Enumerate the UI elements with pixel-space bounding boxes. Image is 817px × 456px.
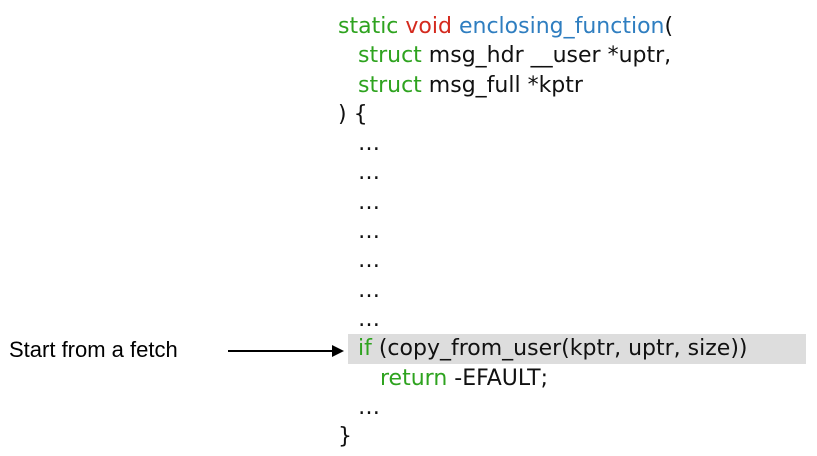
keyword-if: if: [358, 336, 372, 362]
ellipsis-line: …: [358, 131, 380, 157]
keyword-static: static: [338, 14, 399, 39]
keyword-void: void: [405, 14, 452, 39]
param-uptr-text: msg_hdr __user *uptr,: [421, 43, 672, 69]
arrow-icon: [228, 345, 344, 357]
return-line: return -EFAULT;: [338, 364, 748, 393]
ellipsis-line: …: [358, 219, 380, 245]
ellipsis-line: …: [358, 394, 380, 420]
ellipsis-line: …: [358, 189, 380, 215]
keyword-return: return: [380, 365, 448, 391]
param-uptr-line: struct msg_hdr __user *uptr,: [338, 41, 748, 70]
keyword-struct: struct: [358, 72, 422, 98]
param-kptr-line: struct msg_full *kptr: [338, 71, 748, 100]
highlighted-line-background: [348, 334, 806, 364]
function-signature-line: static void enclosing_function(: [338, 12, 748, 41]
annotation-label: Start from a fetch: [9, 337, 178, 362]
param-kptr-text: msg_full *kptr: [421, 72, 583, 98]
function-name: enclosing_function: [458, 14, 665, 39]
ellipsis-line: …: [358, 248, 380, 274]
open-paren: (: [664, 14, 674, 39]
ellipsis-line: …: [358, 277, 380, 303]
ellipsis-line: …: [358, 306, 380, 332]
fetch-call-text: (copy_from_user(kptr, uptr, size)): [371, 336, 748, 362]
ellipsis-line: …: [358, 160, 380, 186]
body-close-line: }: [338, 424, 352, 450]
body-open-line: ) {: [338, 101, 368, 127]
code-listing: static void enclosing_function( struct m…: [338, 12, 748, 451]
return-value-text: -EFAULT;: [447, 365, 548, 391]
keyword-struct: struct: [358, 43, 422, 69]
fetch-if-line: if (copy_from_user(kptr, uptr, size)): [338, 334, 748, 363]
